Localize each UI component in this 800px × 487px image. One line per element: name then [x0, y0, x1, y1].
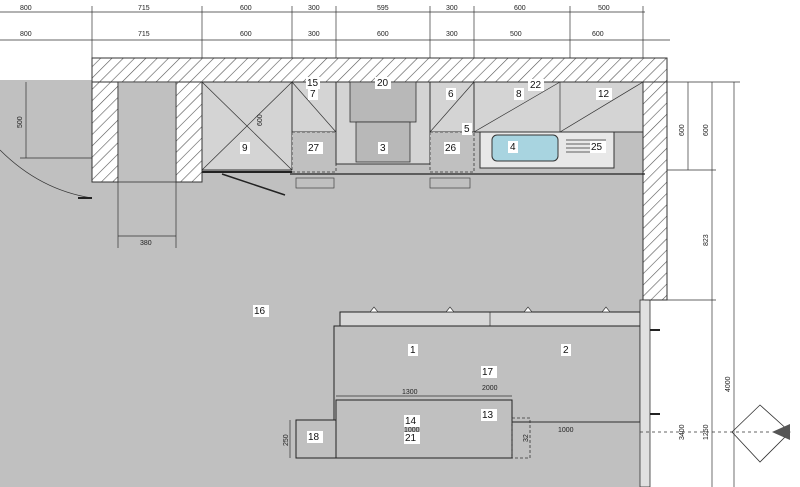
svg-text:3: 3: [380, 143, 386, 154]
svg-text:8: 8: [516, 89, 522, 100]
island-stools: [369, 306, 611, 313]
dim-1000-inner: 1000: [404, 427, 420, 434]
label-25: 25: [590, 141, 606, 153]
label-6: 6: [446, 88, 456, 100]
dim-top2-1: 715: [138, 31, 150, 38]
dim-1000-right: 1000: [558, 427, 574, 434]
dim-600-fridge: 600: [257, 114, 264, 126]
dim-top2-2: 600: [240, 31, 252, 38]
section-marker-arrow: [772, 424, 790, 440]
fridge-diagonal-b: [201, 81, 293, 171]
dim-top-ticks: [91, 6, 644, 58]
svg-text:14: 14: [405, 416, 417, 427]
dim-top1-0: 800: [20, 5, 32, 12]
label-18: 18: [307, 431, 323, 443]
label-21: 21: [404, 432, 420, 444]
dim-top1-3: 300: [308, 5, 320, 12]
svg-text:20: 20: [377, 78, 389, 89]
dim-top2-7: 600: [592, 31, 604, 38]
left-wall-piece-b: [175, 81, 203, 183]
cabinet-8-diag: [473, 81, 561, 133]
label-7: 7: [308, 88, 318, 100]
svg-text:13: 13: [482, 410, 494, 421]
svg-text:9: 9: [242, 143, 248, 154]
label-5: 5: [462, 123, 472, 135]
label-2: 2: [561, 344, 571, 356]
dim-top2-3: 300: [308, 31, 320, 38]
label-20: 20: [375, 77, 391, 89]
label-9: 9: [240, 142, 250, 154]
door-swing-arc: [0, 149, 93, 199]
cabinet-12-diag: [559, 81, 644, 133]
label-1: 1: [408, 344, 418, 356]
svg-text:21: 21: [405, 433, 417, 444]
dim-right-ticks: [645, 81, 740, 301]
dim-1300: 1300: [402, 389, 418, 396]
back-counter-handles: [295, 177, 471, 189]
sink-run-upper: [473, 81, 644, 133]
dim-top1-7: 500: [598, 5, 610, 12]
dim-2000: 2000: [482, 385, 498, 392]
label-13: 13: [481, 409, 497, 421]
island-table-21: [335, 399, 513, 459]
svg-text:18: 18: [308, 432, 320, 443]
dim-right-2: 823: [703, 234, 710, 246]
dim-top1-2: 600: [240, 5, 252, 12]
dim-250: 250: [283, 434, 290, 446]
svg-text:5: 5: [464, 124, 470, 135]
svg-text:2: 2: [563, 345, 569, 356]
svg-text:17: 17: [482, 367, 494, 378]
label-16: 16: [253, 305, 269, 317]
dim-top2-4: 600: [377, 31, 389, 38]
left-opening: [117, 81, 177, 183]
svg-text:4: 4: [510, 142, 516, 153]
cabinet-7-diag: [291, 81, 337, 133]
label-17: 17: [481, 366, 497, 378]
label-27: 27: [307, 142, 323, 154]
dim-top1-6: 600: [514, 5, 526, 12]
dim-32: 32: [523, 434, 530, 442]
svg-text:7: 7: [310, 89, 316, 100]
fridge-door-swing: [221, 173, 286, 196]
svg-text:16: 16: [254, 306, 266, 317]
dim-right-5: 1250: [703, 424, 710, 440]
svg-text:12: 12: [598, 89, 610, 100]
left-wall-piece-a: [91, 81, 119, 183]
svg-text:27: 27: [308, 143, 320, 154]
label-3: 3: [378, 142, 388, 154]
label-12: 12: [596, 88, 612, 100]
dim-right-1: 600: [703, 124, 710, 136]
svg-text:15: 15: [307, 78, 319, 89]
dim-top2-5: 300: [446, 31, 458, 38]
island-table-13: [511, 417, 531, 459]
svg-text:26: 26: [445, 143, 457, 154]
dim-top1-5: 300: [446, 5, 458, 12]
dim-right-4: 3400: [679, 424, 686, 440]
dim-380: 380: [140, 240, 152, 247]
label-14: 14: [404, 415, 420, 427]
label-26: 26: [444, 142, 460, 154]
right-column: [639, 299, 651, 487]
dim-top1-1: 715: [138, 5, 150, 12]
svg-text:6: 6: [448, 89, 454, 100]
dim-right-0: 600: [679, 124, 686, 136]
label-22: 22: [528, 79, 544, 91]
dim-left-500: 500: [17, 116, 24, 128]
svg-text:25: 25: [591, 142, 603, 153]
svg-text:22: 22: [530, 80, 542, 91]
right-wall: [642, 81, 668, 301]
svg-text:1: 1: [410, 345, 416, 356]
label-4: 4: [508, 141, 518, 153]
dim-top2-0: 800: [20, 31, 32, 38]
dim-top1-4: 595: [377, 5, 389, 12]
label-15: 15: [306, 77, 320, 89]
dim-right-3: 4000: [725, 376, 732, 392]
sink-basin: [491, 134, 559, 162]
cabinet-6-diag: [429, 81, 475, 133]
label-8: 8: [514, 88, 524, 100]
dim-top2-6: 500: [510, 31, 522, 38]
